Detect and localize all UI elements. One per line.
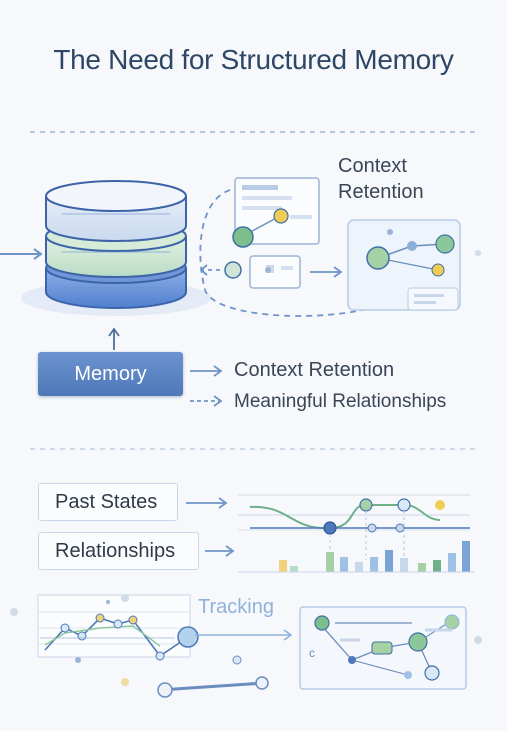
document-card-2 [249,255,301,289]
relationships-label: Relationships [55,539,176,562]
bar-strip [238,541,475,573]
svg-text:c: c [309,646,315,660]
past-states-label: Past States [55,490,158,513]
context-retention-label: Context Retention [234,359,395,381]
relationships-pill: Relationships [38,532,199,570]
tracking-chart [37,594,199,663]
graph-card [347,219,461,311]
slider-decoration [10,608,482,698]
timeline-panel [238,494,470,560]
tracking-label: Tracking [198,596,274,618]
past-states-pill: Past States [38,483,178,521]
context-retention-heading: Context Retention [338,155,424,203]
memory-box[interactable]: Memory [38,352,183,396]
meaningful-relationships-label: Meaningful Relationships [234,391,447,412]
network-card: c [299,606,467,690]
database-icon [21,180,211,316]
page-title: The Need for Structured Memory [53,44,454,75]
memory-label: Memory [74,362,147,385]
context-loop [199,189,396,317]
